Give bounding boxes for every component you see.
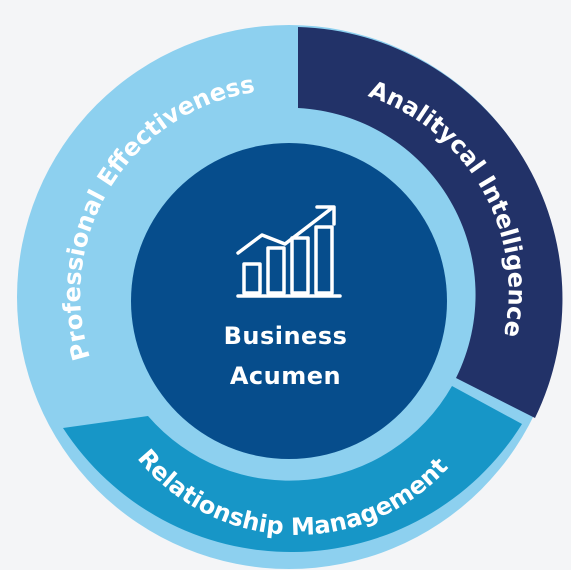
analytical-segment [298, 27, 563, 418]
center-title-line2: Acumen [229, 362, 342, 390]
center-title-line1: Business [223, 322, 348, 350]
growth-chart-icon [236, 205, 342, 298]
center-circle [131, 143, 447, 459]
relationship-segment [63, 386, 522, 553]
